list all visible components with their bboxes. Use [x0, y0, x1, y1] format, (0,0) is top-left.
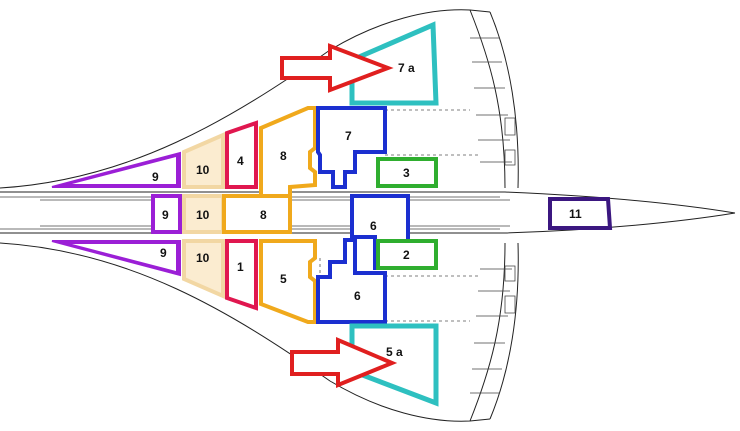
tank-11 — [548, 197, 613, 230]
label-tank-4: 4 — [237, 154, 244, 168]
label-tank-11: 11 — [569, 207, 582, 221]
label-tank-5a: 5 a — [386, 345, 403, 359]
label-tank-10-mid: 10 — [196, 208, 210, 222]
label-tank-9-mid: 9 — [162, 208, 169, 222]
label-tank-9-bottom: 9 — [160, 246, 167, 260]
tank-8-top — [259, 106, 317, 198]
label-tank-2: 2 — [403, 248, 410, 262]
label-tank-6-bottom: 6 — [354, 289, 361, 303]
tank-3 — [376, 157, 438, 188]
tank-10-bottom — [182, 239, 225, 300]
elevon-panels — [470, 37, 516, 394]
tank-6-bottom — [316, 238, 387, 324]
tank-7 — [316, 106, 387, 189]
tank-9-mid — [151, 194, 182, 234]
label-tank-7a: 7 a — [398, 61, 415, 75]
tank-4 — [225, 120, 258, 189]
tank-2 — [376, 239, 438, 270]
label-tank-10-bottom: 10 — [196, 251, 210, 265]
arrow-to-5a — [290, 336, 398, 388]
tank-10-top — [182, 131, 225, 189]
tank-8-mid — [222, 194, 292, 234]
tank-5 — [259, 239, 317, 324]
label-tank-8-top: 8 — [280, 149, 287, 163]
tank-7a — [349, 21, 439, 106]
label-tank-6-mid: 6 — [370, 219, 377, 233]
label-tank-9-top: 9 — [152, 170, 159, 184]
label-tank-1: 1 — [237, 260, 244, 274]
label-tank-10-top: 10 — [196, 163, 210, 177]
label-tank-8-mid: 8 — [260, 208, 267, 222]
tank-1 — [225, 239, 258, 311]
label-tank-5: 5 — [280, 272, 287, 286]
label-tank-7: 7 — [345, 129, 352, 143]
arrow-to-7a — [280, 43, 394, 93]
label-tank-3: 3 — [403, 166, 410, 180]
